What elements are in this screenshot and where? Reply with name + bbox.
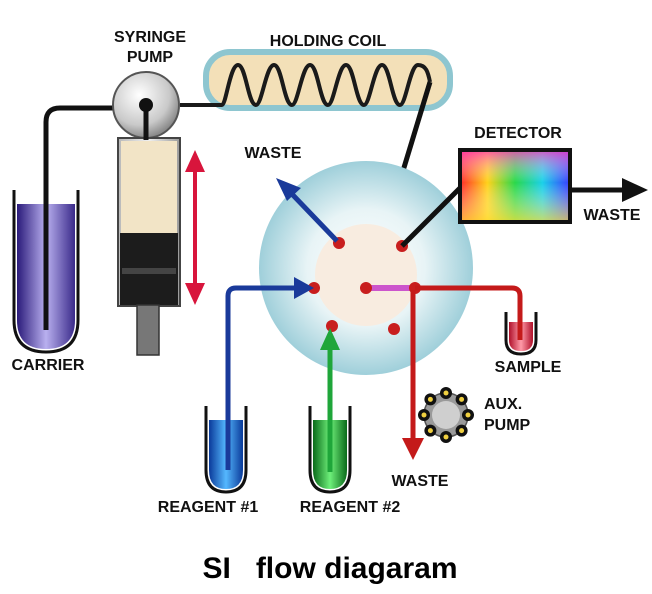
valve-port-center	[360, 282, 372, 294]
valve-port-bottom-left	[326, 320, 338, 332]
reagent2-label: REAGENT #2	[300, 499, 401, 516]
waste-arrow-top-left-icon	[276, 178, 339, 243]
waste-label-detector: WASTE	[584, 207, 641, 224]
diagram-caption: SI flow diagaram	[202, 552, 457, 585]
detector-label: DETECTOR	[474, 125, 562, 142]
syringe-pump-label-line2: PUMP	[127, 49, 174, 66]
sample-tubing	[415, 285, 523, 340]
waste-arrow-bottom-icon	[402, 290, 424, 460]
syringe-pump	[112, 71, 181, 356]
reagent1-label: REAGENT #1	[158, 499, 259, 516]
detector-waste-arrow-icon	[570, 178, 648, 202]
carrier-tubing	[43, 105, 146, 330]
valve-rotor	[315, 224, 417, 326]
holding-coil-label: HOLDING COIL	[270, 33, 387, 50]
syringe-pump-label-line1: SYRINGE	[114, 29, 186, 46]
syringe-stroke-arrow-icon	[185, 150, 205, 305]
waste-label-bottom: WASTE	[392, 473, 449, 490]
valve-to-detector-tubing	[400, 186, 462, 248]
aux-pump-label-line2: PUMP	[484, 417, 531, 434]
waste-label-top-left: WASTE	[245, 145, 302, 162]
holding-coil	[180, 49, 453, 111]
detector	[458, 148, 572, 224]
valve-port-bottom-right	[388, 323, 400, 335]
aux-pump-icon	[418, 387, 474, 443]
sample-label: SAMPLE	[495, 359, 562, 376]
reagent2-tubing	[320, 328, 340, 472]
syringe-plunger-rod	[136, 304, 160, 356]
reagent1-tubing	[225, 277, 314, 470]
holding-coil-winding	[180, 62, 432, 108]
aux-pump-label-line1: AUX.	[484, 396, 522, 413]
carrier-label: CARRIER	[12, 357, 85, 374]
